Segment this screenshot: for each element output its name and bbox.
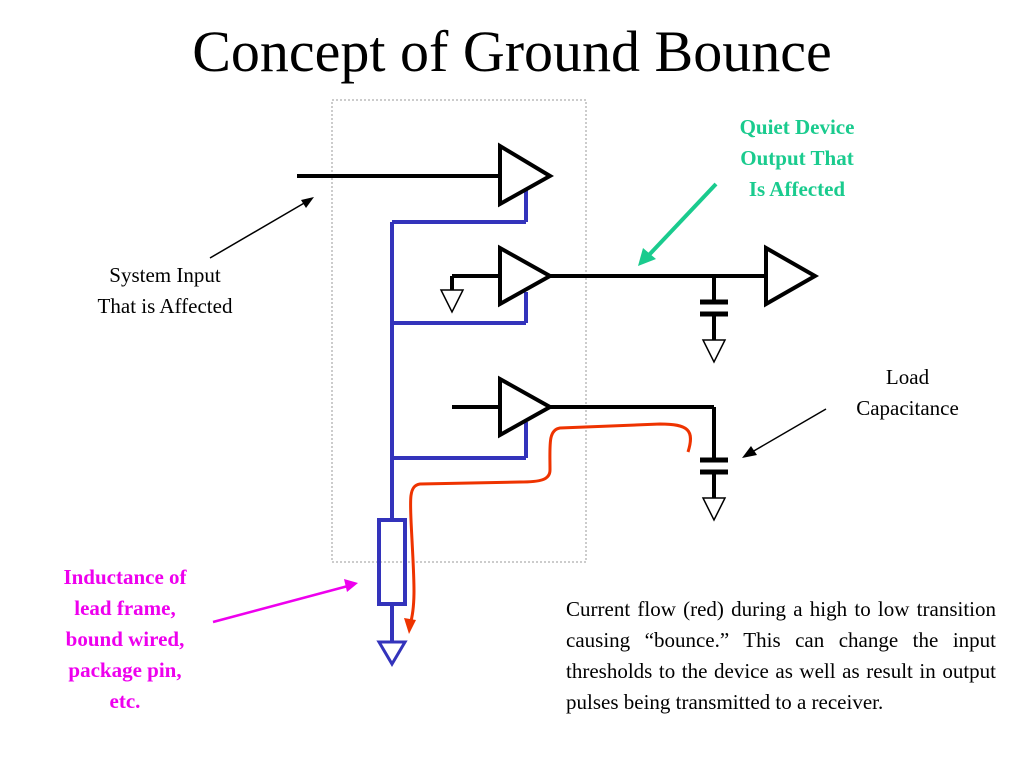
quiet-device-buffer xyxy=(498,244,555,308)
input-buffer xyxy=(498,142,554,208)
ground-symbols xyxy=(439,289,727,522)
inductance-line-5: etc. xyxy=(109,689,141,713)
system-input-line-2: That is Affected xyxy=(97,294,233,318)
ground-symbol-quiet-input xyxy=(439,289,465,314)
signal-wiring xyxy=(297,142,820,498)
ground-symbol-switching-load xyxy=(701,497,727,522)
ground-network xyxy=(376,190,528,667)
inductance-label: Inductance of lead frame, bound wired, p… xyxy=(30,562,220,717)
slide-title: Concept of Ground Bounce xyxy=(192,19,832,84)
quiet-device-arrow xyxy=(646,182,718,258)
inductance-line-4: package pin, xyxy=(68,658,182,682)
load-capacitance-line-1: Load xyxy=(885,365,930,389)
system-input-line-1: System Input xyxy=(109,263,221,287)
quiet-device-line-1: Quiet Device xyxy=(739,115,855,139)
inductance-line-3: bound wired, xyxy=(65,627,185,651)
quiet-device-line-3: Is Affected xyxy=(748,177,846,201)
inductance-line-2: lead frame, xyxy=(74,596,176,620)
system-input-arrow xyxy=(209,201,307,259)
load-capacitance-label: Load Capacitance xyxy=(830,362,985,424)
quiet-device-line-2: Output That xyxy=(740,146,854,170)
current-flow-arrowhead xyxy=(404,618,416,634)
load-capacitance-line-2: Capacitance xyxy=(856,396,959,420)
quiet-device-label: Quiet Device Output That Is Affected xyxy=(712,112,882,205)
inductance-arrow xyxy=(212,584,349,624)
receiver-buffer xyxy=(764,244,820,308)
current-flow-path xyxy=(408,422,693,626)
package-outline xyxy=(331,99,587,563)
package-ground-symbol xyxy=(376,640,408,667)
description-text: Current flow (red) during a high to low … xyxy=(566,597,996,714)
system-input-label: System Input That is Affected xyxy=(70,260,260,322)
inductance-line-1: Inductance of xyxy=(63,565,187,589)
annotation-arrows xyxy=(209,182,827,624)
load-capacitance-arrow xyxy=(751,408,827,453)
ground-symbol-quiet-load xyxy=(701,339,727,364)
switching-device-buffer xyxy=(498,375,555,439)
